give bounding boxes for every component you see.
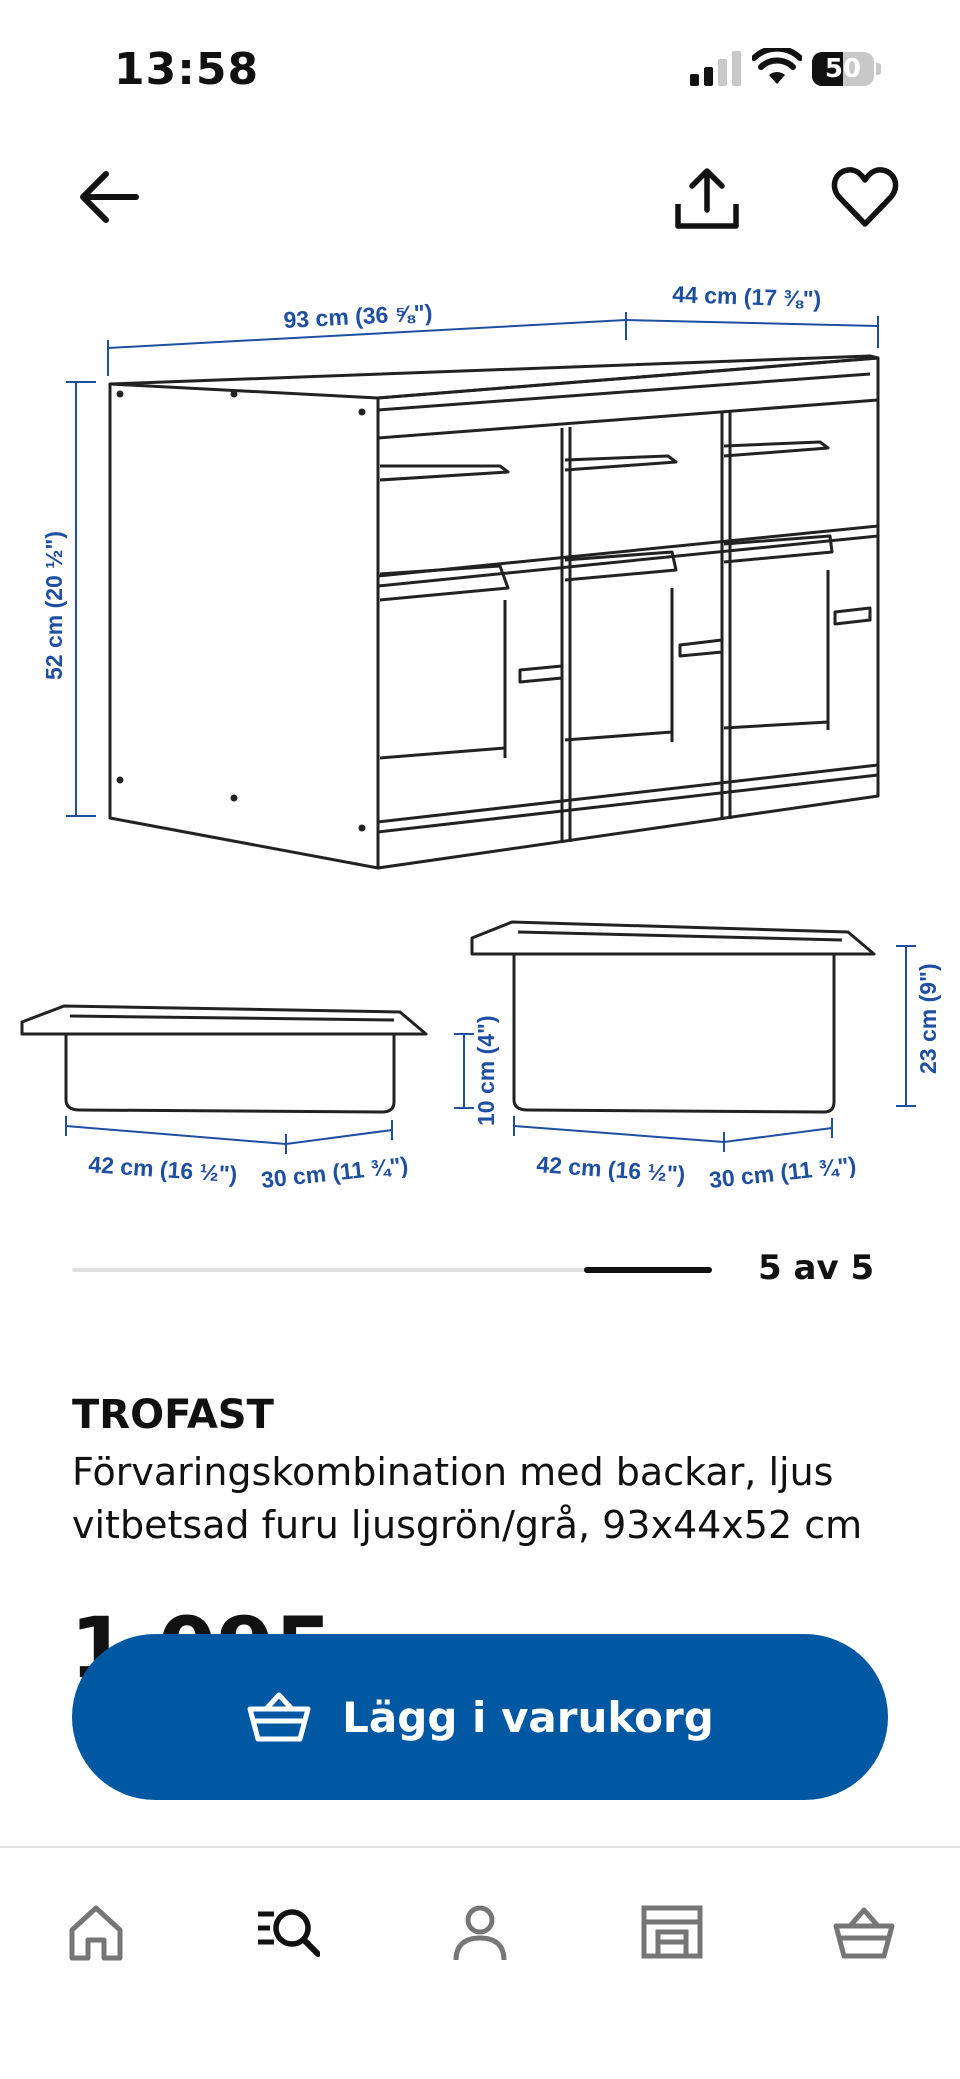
arrow-left-icon[interactable] [76, 166, 142, 228]
small-box-height-label: 10 cm (4") [473, 1015, 499, 1126]
large-box-height-label: 23 cm (9") [915, 963, 941, 1074]
pager-indicator [584, 1267, 712, 1273]
search-icon [258, 1909, 320, 1957]
add-to-cart-label: Lägg i varukorg [342, 1692, 714, 1742]
small-box-depth-label: 30 cm (11 ¾") [260, 1152, 410, 1193]
large-box-width-label: 42 cm (16 ½") [536, 1151, 686, 1187]
status-bar: 13:58 50 [0, 0, 960, 140]
pager-count: 5 av 5 [758, 1248, 875, 1288]
product-name: TROFAST [72, 1392, 274, 1438]
small-box-width-label: 42 cm (16 ½") [88, 1151, 238, 1187]
depth-dimension-label: 44 cm (17 ⅜") [672, 281, 822, 312]
add-to-cart-button[interactable]: Lägg i varukorg [72, 1634, 888, 1800]
store-icon [641, 1905, 703, 1959]
tab-home[interactable] [46, 1892, 146, 1972]
share-icon[interactable] [672, 164, 742, 234]
tab-profile[interactable] [430, 1892, 530, 1972]
home-icon [69, 1905, 123, 1961]
bottom-tab-bar [0, 1846, 960, 2079]
tab-search[interactable] [238, 1892, 338, 1972]
width-dimension-label: 93 cm (36 ⅝") [283, 299, 433, 333]
tab-store[interactable] [622, 1892, 722, 1972]
battery-level: 50 [824, 54, 862, 84]
product-dimension-drawing: 93 cm (36 ⅝") 44 cm (17 ⅜") 52 cm (20 ½"… [20, 281, 941, 1193]
basket-icon [833, 1907, 895, 1959]
image-pager[interactable] [72, 1267, 712, 1273]
large-box-depth-label: 30 cm (11 ¾") [708, 1152, 858, 1193]
battery-icon: 50 [812, 52, 881, 86]
wifi-icon [752, 48, 802, 84]
cellular-signal-icon [690, 51, 741, 86]
product-description: Förvaringskombination med backar, ljus v… [72, 1450, 863, 1547]
basket-icon [247, 1692, 311, 1742]
height-dimension-label: 52 cm (20 ½") [41, 531, 67, 680]
heart-icon[interactable] [830, 164, 900, 230]
person-icon [453, 1905, 507, 1961]
status-time: 13:58 [114, 44, 260, 95]
tab-cart[interactable] [814, 1892, 914, 1972]
